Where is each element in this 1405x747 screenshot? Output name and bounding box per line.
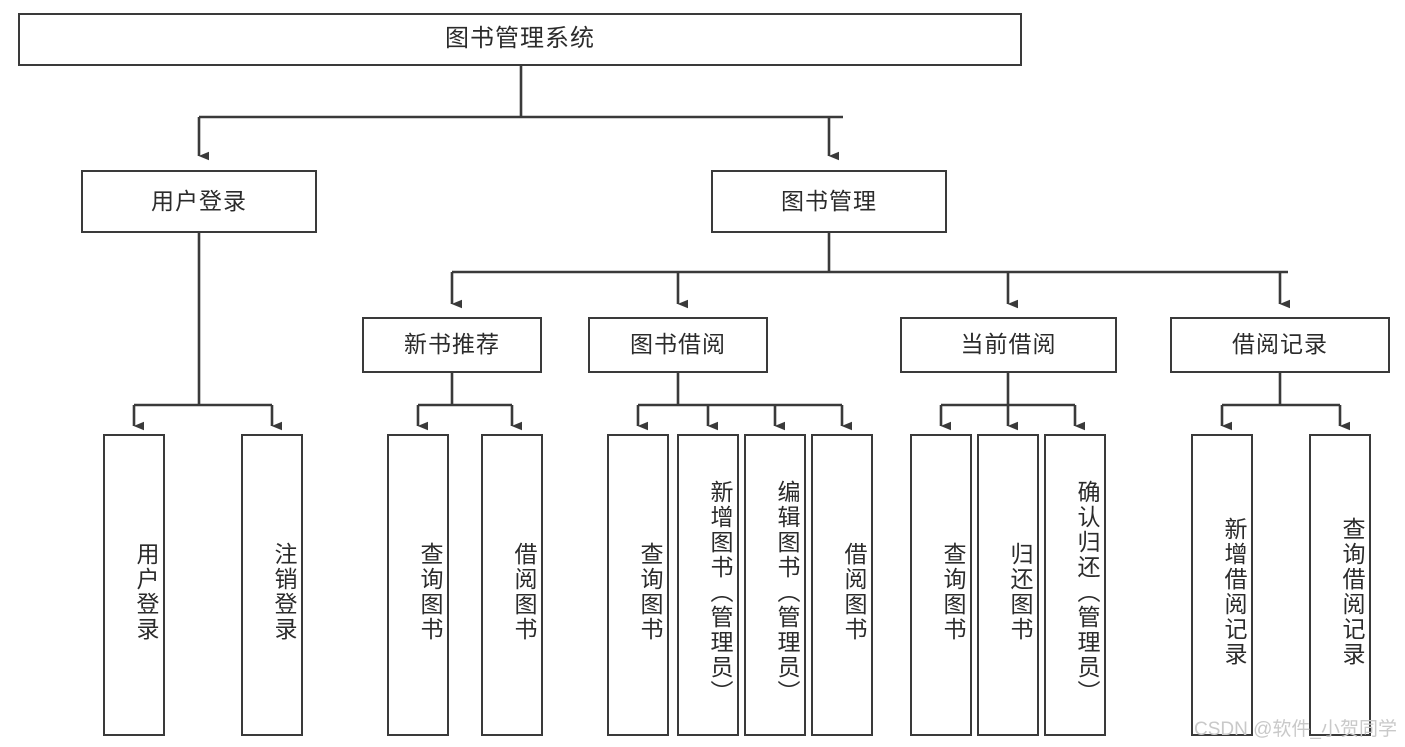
node-leaf-query-book-3[interactable]: 查询图书 xyxy=(910,434,972,736)
node-leaf-user-login-label: 用户登录 xyxy=(133,542,159,642)
node-current-borrow[interactable]: 当前借阅 xyxy=(900,317,1117,373)
node-leaf-return-book-label: 归还图书 xyxy=(1007,542,1033,642)
node-leaf-user-login[interactable]: 用户登录 xyxy=(103,434,165,736)
node-leaf-query-record[interactable]: 查询借阅记录 xyxy=(1309,434,1371,736)
node-leaf-add-record[interactable]: 新增借阅记录 xyxy=(1191,434,1253,736)
node-leaf-borrow-book-2-label: 借阅图书 xyxy=(841,542,867,642)
node-leaf-confirm-return[interactable]: 确认归还（管理员） xyxy=(1044,434,1106,736)
node-leaf-query-book-1-label: 查询图书 xyxy=(417,542,443,642)
node-leaf-query-book-3-label: 查询图书 xyxy=(940,542,966,642)
node-leaf-confirm-return-label: 确认归还（管理员） xyxy=(1074,479,1100,705)
node-new-book-recommend[interactable]: 新书推荐 xyxy=(362,317,542,373)
node-user-login-label: 用户登录 xyxy=(151,187,247,214)
node-root[interactable]: 图书管理系统 xyxy=(18,13,1022,66)
node-borrow-record[interactable]: 借阅记录 xyxy=(1170,317,1390,373)
node-leaf-add-book-label: 新增图书（管理员） xyxy=(707,479,733,705)
node-book-borrow[interactable]: 图书借阅 xyxy=(588,317,768,373)
node-leaf-return-book[interactable]: 归还图书 xyxy=(977,434,1039,736)
node-book-manage-label: 图书管理 xyxy=(781,187,877,214)
node-book-borrow-label: 图书借阅 xyxy=(630,331,726,358)
node-leaf-user-logout[interactable]: 注销登录 xyxy=(241,434,303,736)
node-borrow-record-label: 借阅记录 xyxy=(1232,331,1328,358)
node-leaf-edit-book-label: 编辑图书（管理员） xyxy=(774,479,800,705)
node-leaf-edit-book[interactable]: 编辑图书（管理员） xyxy=(744,434,806,736)
node-leaf-query-record-label: 查询借阅记录 xyxy=(1339,517,1365,667)
node-leaf-borrow-book-1-label: 借阅图书 xyxy=(511,542,537,642)
node-leaf-borrow-book-2[interactable]: 借阅图书 xyxy=(811,434,873,736)
node-leaf-query-book-2[interactable]: 查询图书 xyxy=(607,434,669,736)
node-leaf-user-logout-label: 注销登录 xyxy=(271,542,297,642)
node-root-label: 图书管理系统 xyxy=(445,25,595,53)
node-book-manage[interactable]: 图书管理 xyxy=(711,170,947,233)
node-user-login[interactable]: 用户登录 xyxy=(81,170,317,233)
node-leaf-borrow-book-1[interactable]: 借阅图书 xyxy=(481,434,543,736)
node-leaf-query-book-1[interactable]: 查询图书 xyxy=(387,434,449,736)
node-current-borrow-label: 当前借阅 xyxy=(960,331,1057,358)
node-leaf-query-book-2-label: 查询图书 xyxy=(637,542,663,642)
csdn-watermark: CSDN @软件_小贺同学 xyxy=(1194,719,1397,740)
node-leaf-add-book[interactable]: 新增图书（管理员） xyxy=(677,434,739,736)
node-leaf-add-record-label: 新增借阅记录 xyxy=(1221,517,1247,667)
node-new-book-recommend-label: 新书推荐 xyxy=(404,331,500,358)
